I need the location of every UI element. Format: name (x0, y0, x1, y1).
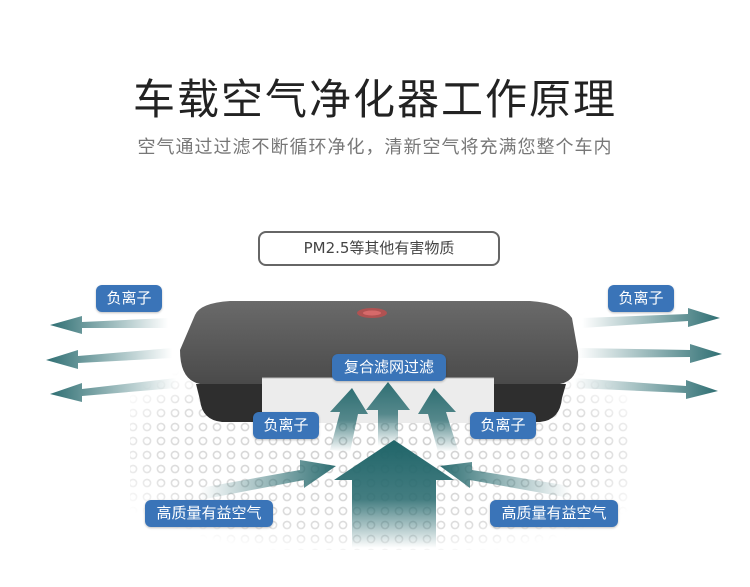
page-subtitle: 空气通过过滤不断循环净化，清新空气将充满您整个车内 (137, 137, 613, 158)
outflow-arrow (46, 348, 172, 369)
outflow-arrow (582, 308, 720, 328)
quality-air-label: 高质量有益空气 (156, 504, 262, 522)
quality-air-tag-left: 高质量有益空气 (145, 500, 273, 527)
outflow-arrow (50, 316, 168, 334)
pollutant-label-box: PM2.5等其他有害物质 (258, 231, 500, 266)
anion-label: 负离子 (106, 289, 152, 307)
outflow-arrows-left (46, 316, 176, 402)
anion-tag-top-right: 负离子 (608, 285, 674, 312)
anion-tag-inner-left: 负离子 (253, 412, 319, 439)
filter-label: 复合滤网过滤 (343, 358, 434, 376)
quality-air-label: 高质量有益空气 (501, 504, 607, 522)
intake-arrows (200, 382, 570, 548)
anion-tag-inner-right: 负离子 (470, 412, 536, 439)
intake-arrow (418, 388, 458, 452)
intake-arrow (366, 382, 410, 446)
anion-label: 负离子 (263, 416, 309, 434)
intake-arrow (330, 388, 368, 452)
anion-label: 负离子 (480, 416, 526, 434)
anion-tag-top-left: 负离子 (96, 285, 162, 312)
intake-arrow-center (334, 440, 454, 548)
page-title: 车载空气净化器工作原理 (132, 75, 617, 124)
outflow-arrow (578, 344, 722, 363)
filter-tag: 复合滤网过滤 (332, 354, 446, 381)
intake-arrow-left (200, 460, 336, 500)
intake-arrow-right (440, 462, 570, 498)
outflow-arrow (50, 378, 176, 402)
quality-air-tag-right: 高质量有益空气 (490, 500, 618, 527)
outflow-arrows-right (574, 308, 722, 399)
anion-label: 负离子 (618, 289, 664, 307)
outflow-arrow (574, 378, 718, 399)
